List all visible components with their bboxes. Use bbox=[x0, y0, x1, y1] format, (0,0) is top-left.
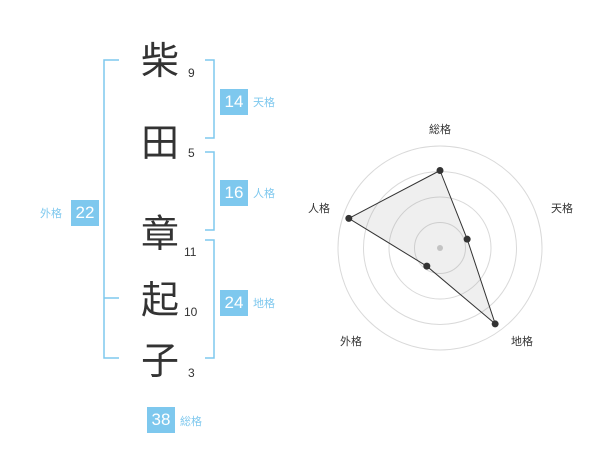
radar-grid-ring bbox=[337, 145, 543, 351]
radar-data-point-2 bbox=[463, 235, 471, 243]
jinkaku-label: 人格 bbox=[253, 187, 275, 200]
name-char-3: 章 bbox=[140, 212, 179, 256]
stroke-count-1: 9 bbox=[188, 66, 195, 80]
stroke-count-3: 11 bbox=[184, 245, 197, 259]
gaikaku-value: 22 bbox=[71, 200, 99, 226]
gaikaku-label: 外格 bbox=[40, 207, 62, 220]
soukaku-value: 38 bbox=[147, 407, 175, 433]
tenkaku-value: 14 bbox=[220, 89, 248, 115]
radar-data-point-5 bbox=[345, 214, 353, 222]
tenkaku-label: 天格 bbox=[253, 96, 275, 109]
radar-data-polygon bbox=[347, 169, 497, 326]
radar-axis-label-soukaku: 総格 bbox=[429, 123, 451, 136]
chikaku-value: 24 bbox=[220, 290, 248, 316]
radar-data-point-1 bbox=[436, 166, 444, 174]
name-char-5: 子 bbox=[140, 339, 179, 383]
radar-data-point-4 bbox=[423, 262, 431, 270]
name-char-4: 起 bbox=[140, 278, 179, 322]
radar-center-dot bbox=[437, 245, 443, 251]
chikaku-label: 地格 bbox=[253, 297, 275, 310]
jinkaku-value: 16 bbox=[220, 180, 248, 206]
name-char-2: 田 bbox=[140, 121, 179, 165]
radar-axis-label-chikaku: 地格 bbox=[511, 335, 533, 348]
radar-axis-label-tenkaku: 天格 bbox=[551, 202, 573, 215]
stroke-count-2: 5 bbox=[188, 146, 195, 160]
radar-grid-ring bbox=[388, 196, 492, 300]
stroke-count-5: 3 bbox=[188, 366, 195, 380]
soukaku-label: 総格 bbox=[180, 415, 202, 428]
stroke-count-4: 10 bbox=[184, 305, 198, 319]
radar-axis-label-jinkaku: 人格 bbox=[308, 202, 330, 215]
radar-grid-ring bbox=[414, 222, 466, 274]
radar-axis-label-gaikaku: 外格 bbox=[340, 335, 362, 348]
radar-data-point-3 bbox=[491, 320, 499, 328]
name-char-1: 柴 bbox=[140, 39, 179, 83]
